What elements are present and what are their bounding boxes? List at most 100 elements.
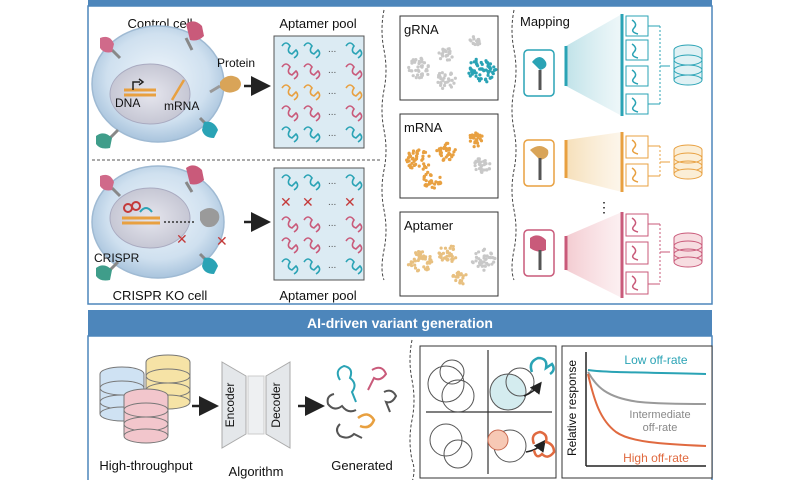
cluster-point xyxy=(477,250,481,254)
cluster-point xyxy=(444,54,448,58)
cluster-point xyxy=(449,71,453,75)
cluster-point xyxy=(472,69,477,73)
dna-icon xyxy=(124,78,156,97)
cluster-point xyxy=(445,80,449,84)
cluster-point xyxy=(426,72,430,77)
pool-top-ellipsis: ... xyxy=(328,44,336,55)
cluster-point xyxy=(474,71,478,75)
cluster-point xyxy=(426,267,430,271)
cluster-point xyxy=(452,81,456,85)
aptamer-glyph xyxy=(345,126,363,143)
high-offrate-curve xyxy=(587,373,707,447)
algorithm-label: Algorithm xyxy=(229,464,284,479)
cluster-point xyxy=(484,257,488,261)
cluster-point xyxy=(474,259,478,263)
cluster-point xyxy=(470,260,475,264)
cluster-point xyxy=(417,164,421,168)
cluster-point xyxy=(414,162,418,166)
cluster-point xyxy=(454,275,458,279)
cluster-point xyxy=(489,252,494,256)
pool-top-ellipsis: ... xyxy=(328,86,336,97)
cluster-point xyxy=(442,76,446,80)
cluster-point xyxy=(448,51,452,55)
cluster-point xyxy=(426,260,430,264)
aptamer-glyph xyxy=(303,126,321,143)
cluster-point xyxy=(411,74,415,78)
cluster-point xyxy=(488,162,492,166)
y-axis-label: Relative response xyxy=(565,360,579,456)
cluster-point xyxy=(479,134,483,138)
crispr-ko-cell-label: CRISPR KO cell xyxy=(113,288,208,303)
cluster-point xyxy=(486,73,490,77)
cluster-point xyxy=(444,49,448,54)
aptamer-glyph xyxy=(345,84,363,101)
cluster-point xyxy=(474,252,478,256)
bottom-panel-title: AI-driven variant generation xyxy=(307,315,493,331)
cluster-point xyxy=(448,253,452,258)
mrna-icon xyxy=(170,79,186,101)
cross-glyph: ✕ xyxy=(280,194,292,210)
cluster-point xyxy=(472,145,476,149)
cluster-point xyxy=(437,73,441,77)
cluster-point xyxy=(410,263,414,268)
cluster-point xyxy=(416,68,420,72)
cluster-point xyxy=(427,154,431,158)
cluster-point xyxy=(454,278,458,283)
cluster-point xyxy=(407,151,411,155)
database-pink-icon xyxy=(673,232,703,268)
aptamer-glyph xyxy=(345,216,363,233)
cluster-point xyxy=(468,66,472,70)
aptamer-glyph xyxy=(281,105,299,122)
cluster-point xyxy=(473,141,477,145)
cluster-point xyxy=(413,259,418,263)
cluster-point xyxy=(420,158,424,162)
cluster-point xyxy=(422,174,426,178)
offrate-chart xyxy=(561,345,713,479)
cluster-point xyxy=(442,145,446,149)
cluster-point xyxy=(410,61,414,65)
cluster-point xyxy=(421,154,425,158)
aptamer-box-label: Aptamer xyxy=(404,218,454,233)
mrna-cluster-box xyxy=(399,113,499,199)
pool-bottom-ellipsis: ... xyxy=(328,239,336,250)
receptor-magenta-ko-icon xyxy=(100,174,122,198)
aptamer-glyph xyxy=(303,174,321,191)
high-throughput-label: High-throughput xyxy=(99,458,193,473)
aptamer-glyph xyxy=(303,63,321,80)
pool-bottom-ellipsis: ... xyxy=(328,176,336,187)
aptamer-glyph xyxy=(303,216,321,233)
receptor-green-ko-icon xyxy=(96,260,120,281)
cluster-point xyxy=(491,256,495,260)
cluster-point xyxy=(417,76,422,80)
cluster-point xyxy=(461,282,465,286)
cluster-point xyxy=(423,267,428,271)
pool-top-ellipsis: ... xyxy=(328,65,336,76)
cluster-point xyxy=(472,136,476,140)
aptamer-glyph xyxy=(281,63,299,80)
cluster-point xyxy=(426,163,431,167)
cluster-point xyxy=(437,251,442,255)
divider-squiggle-2 xyxy=(511,9,517,281)
generated-label: Generated xyxy=(331,458,392,473)
cluster-point xyxy=(416,268,421,272)
aptamer-glyph xyxy=(281,84,299,101)
aptamer-glyph xyxy=(281,216,299,233)
mapping-group-teal xyxy=(523,14,670,116)
cluster-point xyxy=(487,167,492,171)
cluster-point xyxy=(451,273,456,278)
cluster-point xyxy=(450,55,454,59)
protein-icon xyxy=(209,75,241,94)
divider-squiggle-1 xyxy=(381,9,387,281)
aptamer-glyph xyxy=(345,258,363,275)
cluster-point xyxy=(441,54,445,58)
cluster-point xyxy=(433,182,437,186)
cluster-point xyxy=(422,61,427,65)
cluster-point xyxy=(419,72,423,77)
aptamer-glyph xyxy=(281,174,299,191)
cluster-point xyxy=(448,246,452,250)
decoder-label: Decoder xyxy=(269,382,283,427)
cluster-point xyxy=(407,68,411,73)
aptamer-glyph xyxy=(345,63,363,80)
cluster-point xyxy=(439,151,443,155)
